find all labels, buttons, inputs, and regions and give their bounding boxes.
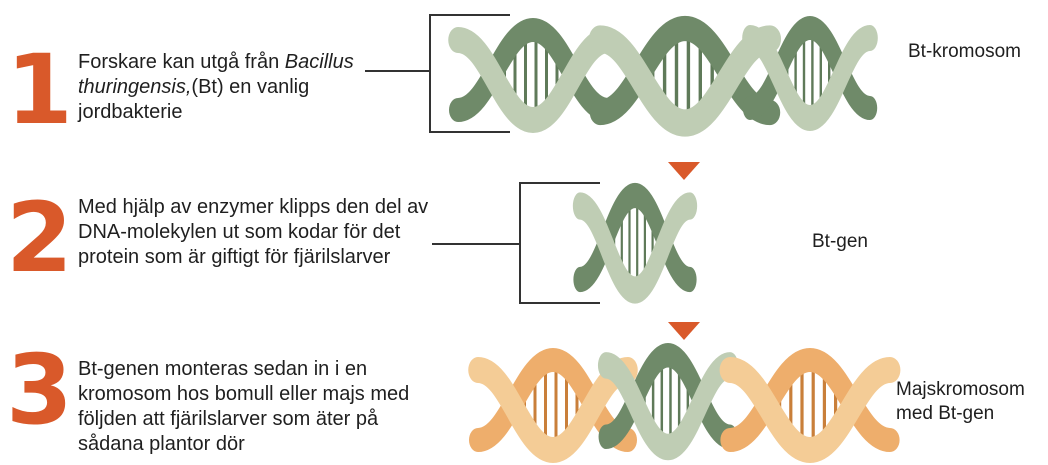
down-arrow-1 <box>668 162 700 180</box>
down-arrow-2 <box>668 322 700 340</box>
bt-chromosome-helix <box>458 28 870 123</box>
maize-chromosome-helix <box>478 355 890 450</box>
bt-gene-helix <box>580 196 690 291</box>
